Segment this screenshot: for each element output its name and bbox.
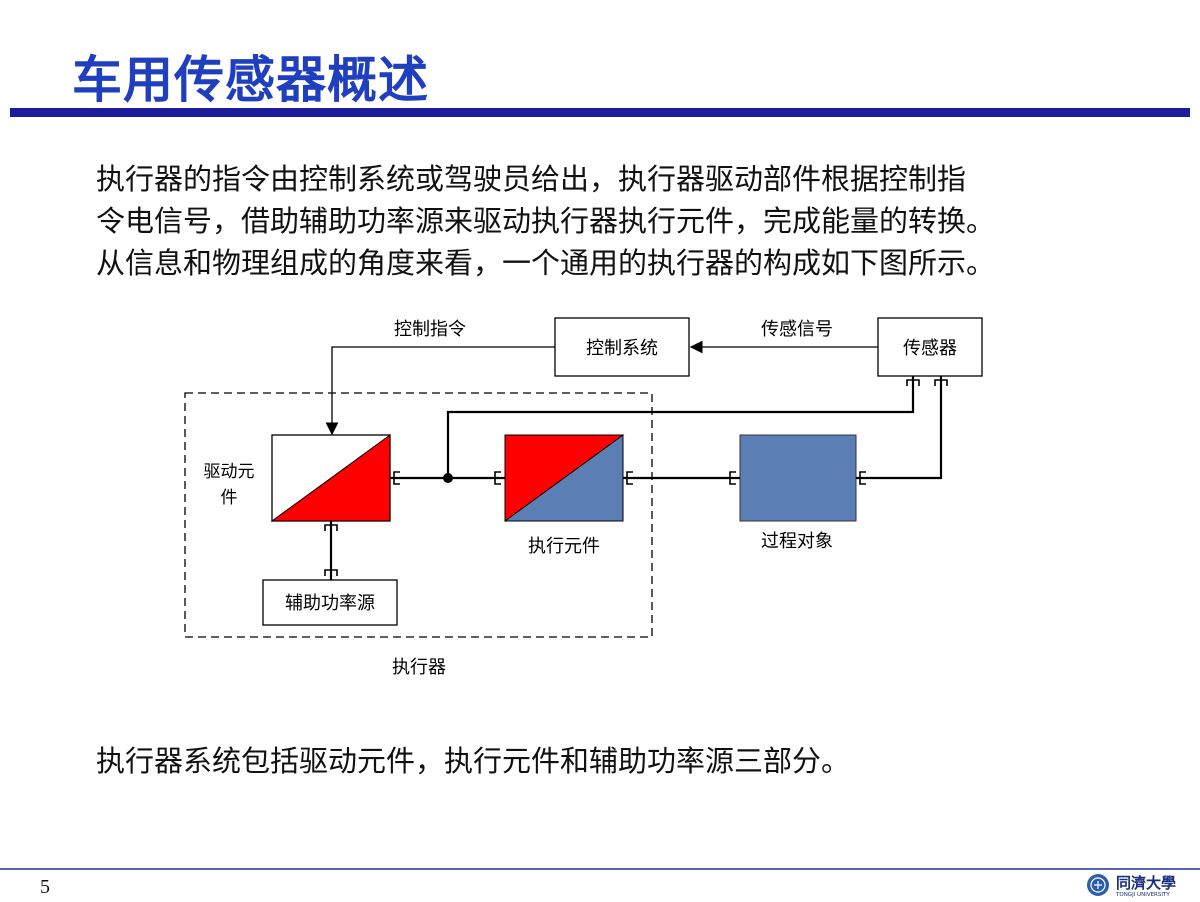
control-command-label: 控制指令 xyxy=(394,319,466,340)
page-number: 5 xyxy=(40,876,50,898)
intro-line-3: 从信息和物理组成的角度来看，一个通用的执行器的构成如下图所示。 xyxy=(96,246,996,280)
signal-junction-dot xyxy=(443,473,453,483)
actuating-element-label: 执行元件 xyxy=(528,536,600,557)
sensor-label: 传感器 xyxy=(903,338,957,359)
svg-text:TONGJI UNIVERSITY: TONGJI UNIVERSITY xyxy=(1115,892,1170,898)
port-connectors xyxy=(324,379,948,576)
slide-title: 车用传感器概述 xyxy=(72,51,429,109)
control-command-arrow xyxy=(325,346,555,436)
process-object-label: 过程对象 xyxy=(761,531,833,552)
process-object-box xyxy=(739,434,857,522)
intro-paragraph: 执行器的指令由控制系统或驾驶员给出，执行器驱动部件根据控制指 令电信号，借助辅助… xyxy=(96,158,1176,284)
auxiliary-power-box xyxy=(262,579,398,626)
summary-sentence: 执行器系统包括驱动元件，执行元件和辅助功率源三部分。 xyxy=(96,744,851,778)
sensor-box xyxy=(877,317,983,377)
actuator-boundary xyxy=(184,392,653,638)
sensing-signal-label: 传感信号 xyxy=(761,319,833,340)
drive-element-label-2: 件 xyxy=(221,488,238,508)
footer-rule xyxy=(0,868,1200,870)
control-system-box xyxy=(554,317,690,377)
control-system-label: 控制系统 xyxy=(586,338,658,359)
svg-text:同濟大學: 同濟大學 xyxy=(1116,874,1176,892)
drive-element-label-1: 驱动元 xyxy=(204,462,255,482)
intro-line-1: 执行器的指令由控制系统或驾驶员给出，执行器驱动部件根据控制指 xyxy=(96,162,967,196)
connection-lines xyxy=(329,376,943,580)
title-underline xyxy=(10,108,1190,117)
auxiliary-power-label: 辅助功率源 xyxy=(285,593,375,614)
intro-line-2: 令电信号，借助辅助功率源来驱动执行器执行元件，完成能量的转换。 xyxy=(96,204,996,238)
actuator-group-label: 执行器 xyxy=(392,657,446,678)
logo-emblem: 同濟大學 TONGJI UNIVERSITY xyxy=(1087,874,1176,898)
university-logo: 同濟大學 TONGJI UNIVERSITY xyxy=(1086,872,1196,898)
